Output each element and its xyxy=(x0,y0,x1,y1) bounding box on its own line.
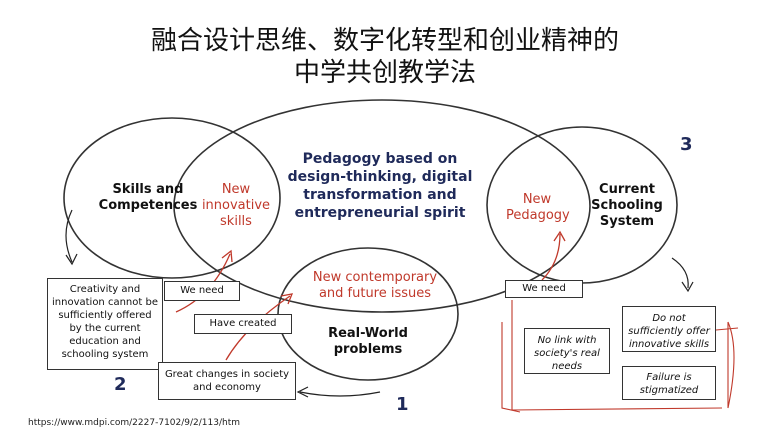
number-3: 3 xyxy=(680,134,693,155)
source-url: https://www.mdpi.com/2227-7102/9/2/113/h… xyxy=(28,418,241,428)
title-line-1: 融合设计思维、数字化转型和创业精神的 xyxy=(150,26,619,56)
box-we-need-left: We need xyxy=(164,281,240,301)
label-schooling: Current Schooling System xyxy=(591,182,663,229)
circle-center xyxy=(173,99,591,313)
title-line-2: 中学共创教学法 xyxy=(293,58,476,88)
circle-skills xyxy=(63,117,281,279)
label-new-skills: New innovative skills xyxy=(201,182,271,229)
box-great-changes: Great changes in society and economy xyxy=(158,362,296,400)
box-failure: Failure is stigmatized xyxy=(622,366,716,400)
label-realworld: Real-World problems xyxy=(328,326,408,357)
number-2: 2 xyxy=(114,374,127,395)
arrow-bottom-return xyxy=(299,391,381,397)
number-1: 1 xyxy=(396,394,409,415)
label-new-pedagogy: New Pedagogy xyxy=(506,192,570,223)
box-creativity: Creativity and innovation cannot be suff… xyxy=(47,278,163,370)
label-skills: Skills and Competences xyxy=(98,182,198,213)
box-do-not-offer: Do not sufficiently offer innovative ski… xyxy=(622,306,716,352)
circle-realworld xyxy=(277,247,459,381)
box-no-link: No link with society's real needs xyxy=(524,328,610,374)
label-center: Pedagogy based on design-thinking, digit… xyxy=(287,151,473,221)
arrow-skills-to-box xyxy=(65,209,73,263)
box-have-created: Have created xyxy=(194,314,292,334)
bracket-red-right xyxy=(501,300,735,413)
box-we-need-right: We need xyxy=(505,280,583,298)
arrow-schooling-to-box xyxy=(671,257,689,289)
arrow-red-3 xyxy=(541,233,561,281)
label-new-issues: New contemporary and future issues xyxy=(312,270,438,301)
